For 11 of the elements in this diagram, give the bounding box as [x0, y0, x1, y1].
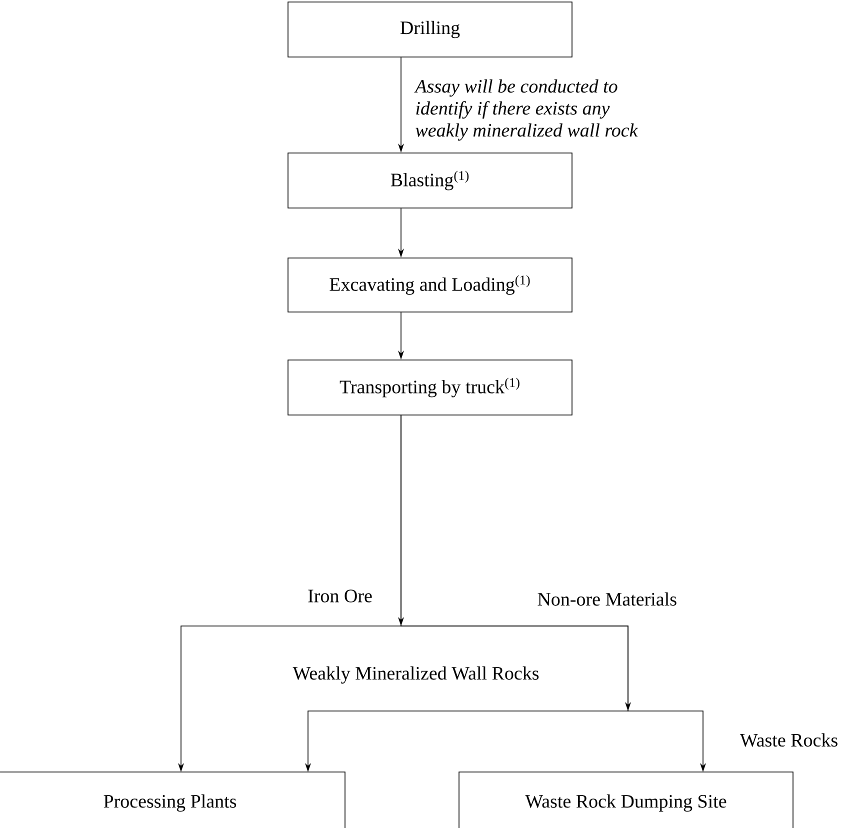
process-box: Transporting by truck$^{(1)}$ — [288, 360, 572, 416]
edge-label: Weakly Mineralized Wall Rocks — [292, 665, 540, 685]
edge-label: Iron Ore — [306, 588, 374, 604]
process-box: Drilling — [288, 2, 572, 58]
process-box: Processing Plants — [0, 772, 346, 828]
edge-label: Assay will be conducted to identify if there exists any weakly mineralized wall rock — [414, 78, 646, 142]
branch-label: Non-ore Materials — [538, 592, 676, 606]
process-box: Excavating and Loading$^{(1)}$ — [288, 258, 572, 312]
process-box: Blasting$^{(1)}$ — [288, 152, 572, 208]
edge-label: Waste Rocks — [738, 732, 840, 748]
process-box: Waste Rock Dumping Site — [458, 772, 794, 828]
